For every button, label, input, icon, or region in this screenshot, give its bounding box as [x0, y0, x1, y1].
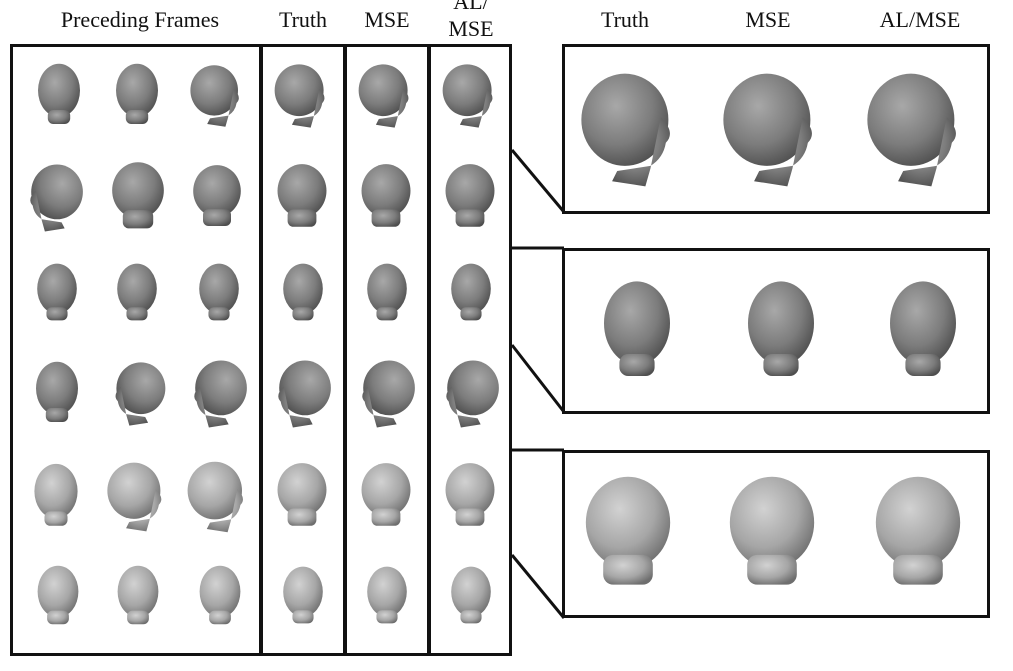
zoom-head-render [585, 476, 671, 585]
header-truth: Truth [278, 7, 328, 32]
zoom-head-render [729, 476, 815, 585]
head-render [367, 263, 407, 321]
zoom-head-render [581, 73, 670, 187]
head-render [283, 263, 323, 321]
head-render [117, 263, 157, 321]
head-render [274, 64, 325, 128]
head-render [38, 63, 80, 124]
header-preceding-frames: Preceding Frames [60, 7, 220, 32]
head-render [445, 164, 495, 227]
header-al-mse-line2: MSE [448, 16, 494, 41]
zoom-head-render [748, 281, 814, 376]
preceding-frames-panel [10, 44, 262, 656]
head-render [361, 463, 411, 526]
head-render [199, 565, 241, 625]
head-render [36, 361, 78, 422]
head-render [199, 263, 239, 321]
al-mse-column-panel [428, 44, 512, 656]
zoom-head-render [604, 281, 670, 376]
zoom-header-mse: MSE [745, 7, 791, 32]
head-render [277, 463, 327, 526]
head-render [361, 164, 411, 227]
head-render [277, 164, 327, 227]
head-render [115, 362, 166, 426]
head-render [37, 263, 77, 321]
head-render [112, 162, 164, 229]
header-al-mse-line1: AL/ [453, 0, 489, 14]
zoom-header-al-mse: AL/MSE [879, 7, 961, 32]
head-render [362, 360, 415, 428]
head-render [358, 64, 409, 128]
head-render [451, 263, 491, 321]
head-render [190, 65, 239, 127]
head-render [367, 566, 407, 624]
head-render [107, 462, 162, 532]
head-render [451, 566, 491, 624]
head-render [445, 463, 495, 526]
header-mse: MSE [364, 7, 410, 32]
head-render [34, 463, 78, 526]
zoom-head-render [867, 73, 956, 187]
zoom-header-truth: Truth [600, 7, 650, 32]
zoom-head-render [723, 73, 812, 187]
head-render [187, 461, 243, 533]
head-render [30, 164, 83, 232]
zoom-head-render [875, 476, 961, 585]
head-render [37, 565, 79, 625]
head-render [283, 566, 323, 624]
head-render [278, 360, 331, 428]
head-render [116, 63, 158, 124]
zoom-head-render [890, 281, 956, 376]
head-render [117, 565, 159, 625]
head-render [442, 64, 493, 128]
head-render [194, 360, 247, 428]
head-render [446, 360, 499, 428]
head-render [193, 165, 241, 226]
